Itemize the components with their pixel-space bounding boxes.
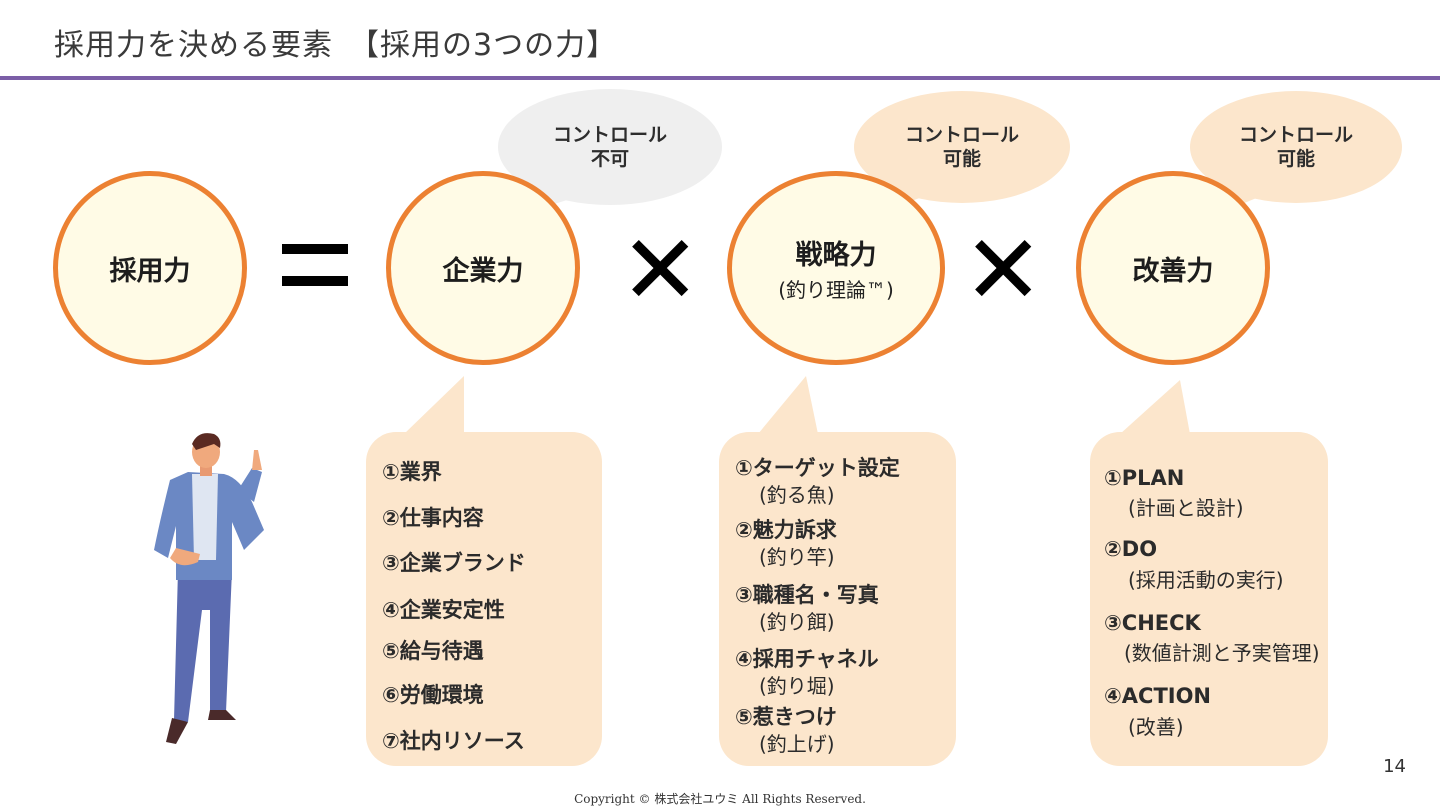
- circle-improvement-power-label: 改善力: [1132, 255, 1214, 287]
- bubble-company-text: コントロール 不可: [500, 110, 720, 184]
- list-item: ⑦社内リソース: [382, 729, 525, 753]
- page-title: 採用力を決める要素 【採用の3つの力】: [54, 28, 618, 63]
- bubble-company-line1: コントロール: [552, 124, 667, 146]
- list-item-title: ⑤惹きつけ: [735, 705, 837, 729]
- list-item-title: ①PLAN: [1104, 466, 1185, 490]
- copyright: Copyright © 株式会社ユウミ All Rights Reserved.: [574, 792, 866, 806]
- list-item: ②仕事内容: [382, 506, 484, 530]
- circle-strategy-power-label: 戦略力: [795, 240, 877, 271]
- equals-icon: [282, 244, 348, 308]
- list-item: ④企業安定性: [382, 598, 505, 622]
- list-item: ③企業ブランド: [382, 551, 526, 575]
- list-item-title: ②DO: [1104, 537, 1158, 561]
- multiply-icon: ✕: [620, 214, 701, 326]
- bubble-strategy-text: コントロール 可能: [856, 112, 1068, 182]
- list-item-sub: (釣り餌): [759, 610, 835, 634]
- list-item: ⑥労働環境: [382, 683, 484, 707]
- title-divider: [0, 76, 1440, 80]
- list-item-sub: (改善): [1128, 715, 1184, 739]
- circle-recruiting-power: 採用力: [53, 171, 247, 365]
- list-item: ①業界: [382, 460, 442, 484]
- list-item-title: ③職種名・写真: [735, 583, 879, 607]
- card-company-pointer: [404, 376, 464, 434]
- bubble-strategy-line2: 可能: [942, 148, 981, 170]
- circle-company-power-label: 企業力: [442, 255, 524, 287]
- circle-improvement-power: 改善力: [1076, 171, 1270, 365]
- list-item-title: ④ACTION: [1104, 684, 1212, 708]
- multiply-icon: ✕: [963, 214, 1044, 326]
- circle-strategy-power: 戦略力 (釣り理論™): [727, 171, 945, 365]
- bubble-strategy-line1: コントロール: [904, 124, 1019, 146]
- bubble-improve-text: コントロール 可能: [1192, 112, 1400, 182]
- bubble-company-line2: 不可: [590, 148, 629, 170]
- list-item-sub: (釣り堀): [759, 674, 835, 698]
- list-item-sub: (採用活動の実行): [1128, 568, 1284, 592]
- card-improve-pointer: [1120, 380, 1190, 434]
- circle-company-power: 企業力: [386, 171, 580, 365]
- page-number: 14: [1383, 756, 1406, 777]
- list-item-sub: (釣り竿): [759, 545, 835, 569]
- card-strategy-factors: ①ターゲット設定 (釣る魚) ②魅力訴求 (釣り竿) ③職種名・写真 (釣り餌)…: [719, 432, 956, 766]
- list-item-title: ①ターゲット設定: [735, 456, 900, 480]
- list-item-sub: (釣上げ): [759, 732, 835, 756]
- list-item-title: ②魅力訴求: [735, 518, 837, 542]
- list-item-sub: (計画と設計): [1128, 496, 1244, 520]
- list-item: ⑤給与待遇: [382, 639, 484, 663]
- list-item-title: ④採用チャネル: [735, 647, 879, 671]
- circle-recruiting-power-label: 採用力: [109, 255, 191, 287]
- list-item-title: ③CHECK: [1104, 611, 1201, 635]
- card-pointers: [404, 376, 1190, 434]
- card-strategy-pointer: [758, 376, 818, 434]
- person-pointing-illustration: [154, 433, 264, 744]
- circle-strategy-power-sub: (釣り理論™): [778, 278, 894, 302]
- list-item-sub: (釣る魚): [759, 483, 835, 507]
- card-improve-factors: ①PLAN (計画と設計) ②DO (採用活動の実行) ③CHECK (数値計測…: [1090, 432, 1328, 766]
- bubble-improve-line2: 可能: [1276, 148, 1315, 170]
- bubble-improve-line1: コントロール: [1238, 124, 1353, 146]
- card-company-factors: ①業界 ②仕事内容 ③企業ブランド ④企業安定性 ⑤給与待遇 ⑥労働環境 ⑦社内…: [366, 432, 602, 766]
- list-item-sub: (数値計測と予実管理): [1124, 641, 1320, 665]
